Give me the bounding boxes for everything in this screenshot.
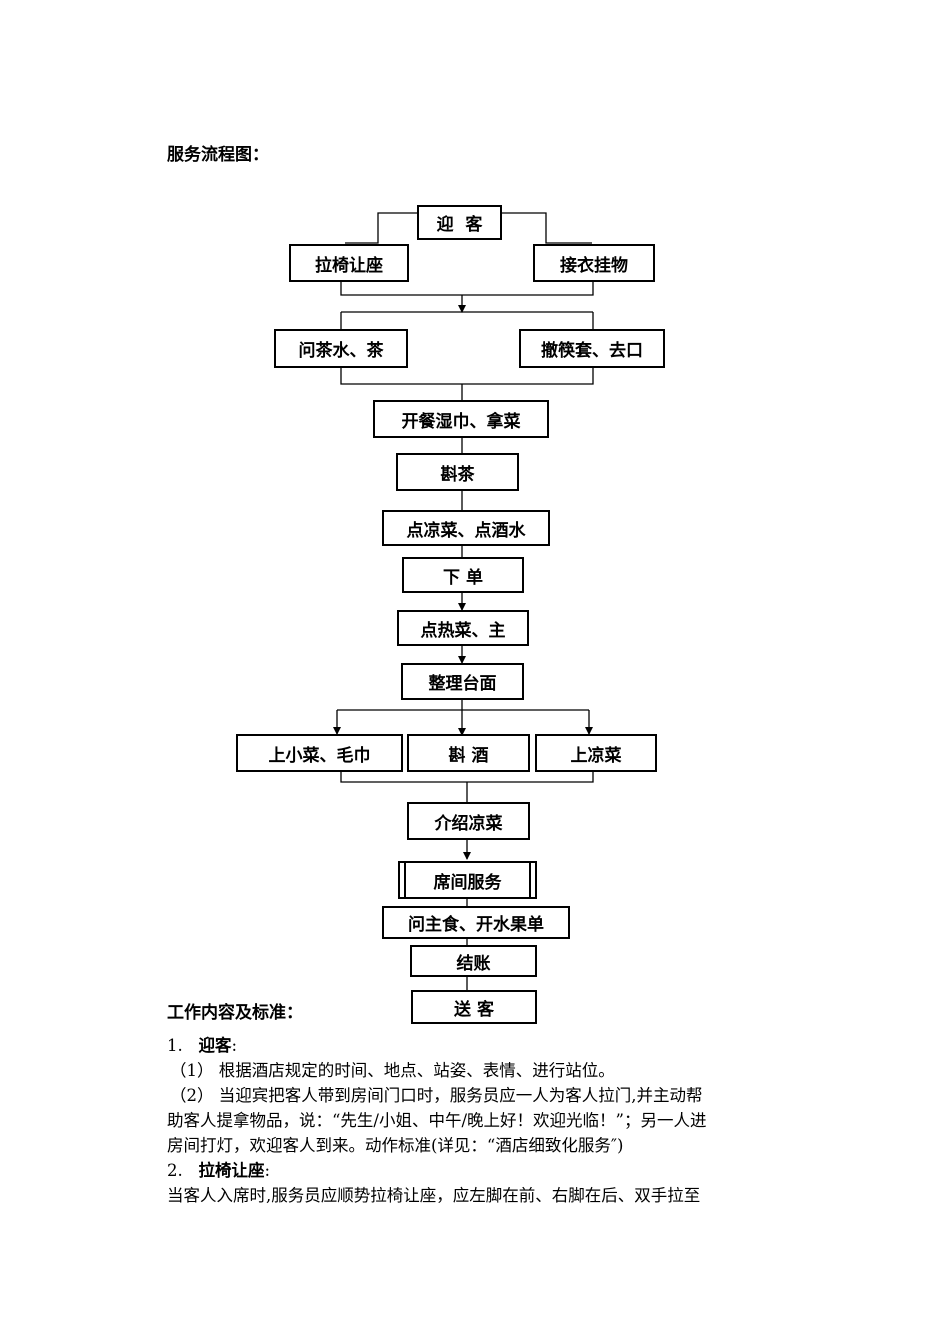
- flow-step-order-cold-drinks: 点凉菜、点酒水: [382, 510, 550, 546]
- section-number: 1.: [167, 1036, 183, 1055]
- flow-step-ask-tea: 问茶水、茶: [274, 329, 408, 368]
- section-2-heading: 2. 拉椅让座:: [167, 1161, 271, 1180]
- flow-step-order-hot-main: 点热菜、主: [397, 610, 529, 646]
- flow-step-remove-chopstick-sleeve: 撤筷套、去口: [519, 329, 665, 368]
- flow-step-checkout: 结账: [410, 945, 537, 977]
- section-1-heading: 1. 迎客:: [167, 1036, 238, 1055]
- section-1-line-2: （2） 当迎宾把客人带到房间门口时，服务员应一人为客人拉门,并主动帮: [170, 1086, 703, 1105]
- section-title: 迎客: [198, 1036, 232, 1055]
- flow-step-take-coat: 接衣挂物: [533, 244, 655, 282]
- section-1-line-3: 助客人提拿物品，说：“先生/小姐、中午/晚上好！欢迎光临！”；另一人进: [167, 1111, 707, 1130]
- flow-step-room-service: 席间服务: [398, 861, 537, 899]
- flow-step-welcome: 迎 客: [417, 205, 502, 240]
- flow-step-see-off: 送 客: [411, 990, 537, 1024]
- flow-step-serve-cold: 上凉菜: [535, 734, 657, 772]
- flow-step-pour-wine: 斟 酒: [407, 734, 530, 772]
- section-1-line-1: （1） 根据酒店规定的时间、地点、站姿、表情、进行站位。: [170, 1061, 615, 1080]
- section-1-line-4: 房间打灯，欢迎客人到来。动作标准(详见：“酒店细致化服务″): [167, 1136, 624, 1155]
- flow-step-tidy-table: 整理台面: [401, 663, 524, 700]
- flow-step-open-towel-menu: 开餐湿巾、拿菜: [373, 400, 549, 438]
- flow-step-serve-snack-towel: 上小菜、毛巾: [236, 734, 403, 772]
- section-number: 2.: [167, 1161, 183, 1180]
- flow-step-place-order: 下 单: [402, 557, 524, 593]
- flow-step-pull-chair: 拉椅让座: [289, 244, 409, 282]
- flow-step-pour-tea: 斟茶: [396, 453, 519, 491]
- work-content-title: 工作内容及标准：: [167, 1003, 303, 1023]
- flow-step-ask-staple-fruit: 问主食、开水果单: [382, 906, 570, 939]
- flow-title: 服务流程图：: [167, 145, 269, 165]
- section-2-line-1: 当客人入席时,服务员应顺势拉椅让座，应左脚在前、右脚在后、双手拉至: [167, 1186, 701, 1205]
- flow-step-introduce-cold: 介绍凉菜: [407, 802, 530, 840]
- section-title: 拉椅让座: [198, 1161, 265, 1180]
